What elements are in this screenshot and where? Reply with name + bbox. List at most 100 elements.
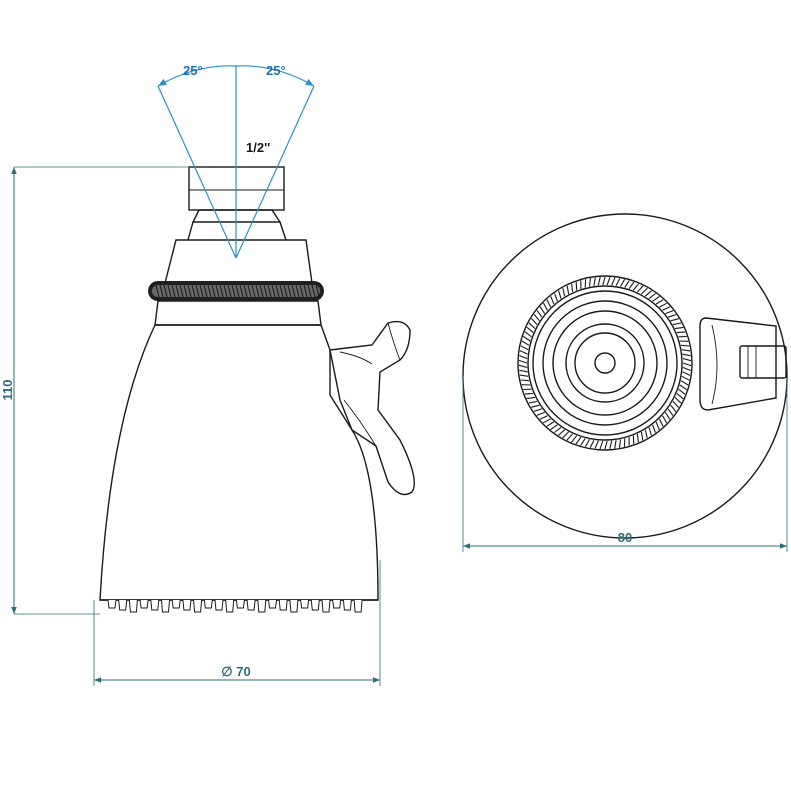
knurled-ring-teeth [518, 276, 692, 450]
knurl-tooth [680, 344, 690, 347]
knurl-tooth [526, 326, 534, 334]
knurl-tooth [584, 439, 590, 447]
knurl-tooth [662, 415, 668, 424]
knurl-tooth [566, 433, 574, 441]
o-ring-texture [207, 284, 212, 298]
o-ring-texture [259, 284, 264, 298]
knurl-tooth [620, 279, 626, 287]
spray-nozzle [182, 599, 192, 611]
knurl-tooth [528, 322, 536, 329]
knurl-tooth [520, 345, 529, 351]
knurl-tooth [554, 293, 558, 302]
knurl-tooth [667, 314, 677, 318]
knurl-tooth [674, 397, 682, 404]
knurl-tooth [641, 287, 648, 295]
knurl-tooth [562, 287, 566, 297]
knurl-tooth [546, 421, 555, 427]
spray-nozzle [161, 599, 170, 613]
lever-top-view [699, 317, 787, 411]
knurl-tooth [558, 429, 566, 436]
o-ring-texture [315, 284, 320, 298]
knurl-tooth [652, 296, 660, 302]
knurl-tooth [531, 404, 540, 408]
knurl-tooth [640, 431, 644, 441]
knurl-tooth [533, 314, 540, 322]
knurl-tooth [580, 438, 586, 446]
top-outer-circle [462, 213, 788, 539]
knurl-tooth [539, 415, 548, 420]
o-ring-texture [275, 284, 280, 298]
width-dimension-label: 80 [618, 530, 632, 545]
o-ring-texture [175, 284, 180, 298]
o-ring-texture [311, 284, 316, 298]
inlet-hole [594, 352, 616, 374]
knurl-tooth [682, 371, 691, 376]
knurl-tooth [519, 374, 529, 377]
knurl-tooth [676, 331, 686, 334]
spray-nozzle [139, 599, 149, 609]
spray-nozzle [150, 599, 160, 611]
knurl-tooth [546, 299, 552, 308]
o-ring-texture [171, 284, 176, 298]
spray-nozzle [353, 599, 363, 613]
knurl-tooth [681, 375, 690, 381]
o-ring-texture [219, 284, 224, 298]
knurl-tooth [558, 290, 562, 299]
knurl-tooth [571, 283, 574, 293]
inlet-outer-circle [565, 323, 645, 403]
knurl-tooth [524, 331, 532, 338]
knurl-tooth [652, 424, 656, 433]
knurl-tooth [670, 404, 677, 412]
o-ring-texture [267, 284, 272, 298]
knurl-tooth [522, 335, 531, 342]
o-ring-texture [283, 284, 288, 298]
spray-nozzle [225, 599, 235, 613]
o-ring-texture [255, 284, 260, 298]
spray-nozzle [257, 599, 267, 613]
o-ring-texture [195, 284, 200, 298]
knurl-tooth [519, 369, 528, 373]
knurl-tooth [648, 293, 656, 300]
knurl-tooth [575, 436, 582, 445]
spray-nozzle [342, 599, 352, 611]
knurl-tooth [648, 427, 652, 436]
spray-nozzle [171, 599, 181, 609]
knurled-ring-inner [527, 285, 683, 441]
knurl-tooth [682, 357, 692, 362]
o-ring-texture [211, 284, 216, 298]
lever-handle [329, 320, 415, 496]
knurl-tooth [644, 290, 652, 297]
o-ring-texture [247, 284, 252, 298]
knurl-tooth [521, 340, 530, 346]
knurl-tooth [533, 408, 543, 412]
inlet-inner-circle [574, 332, 636, 394]
knurl-tooth [597, 276, 601, 286]
knurl-tooth [606, 276, 611, 286]
o-ring-texture [187, 284, 192, 298]
knurl-tooth [614, 440, 617, 449]
spray-nozzle [321, 599, 331, 613]
knurled-ring-outer [517, 275, 693, 451]
knurl-tooth [664, 412, 671, 420]
spray-nozzle [214, 599, 224, 611]
o-ring-texture [231, 284, 236, 298]
knurl-tooth [589, 439, 595, 448]
spray-nozzle [268, 599, 277, 609]
knurl-tooth [536, 310, 543, 318]
o-ring-texture [203, 284, 208, 298]
knurl-tooth [615, 278, 621, 287]
knurl-tooth [667, 408, 674, 416]
knurl-tooth [644, 429, 648, 439]
o-ring-texture [227, 284, 232, 298]
knurl-tooth [611, 277, 616, 286]
knurl-tooth [632, 435, 635, 445]
knurl-tooth [575, 281, 578, 291]
spray-nozzle [246, 599, 256, 611]
spray-nozzle [278, 599, 288, 611]
knurl-tooth [594, 440, 599, 449]
o-ring-texture [239, 284, 244, 298]
o-ring-texture [271, 284, 276, 298]
o-ring-texture [167, 284, 172, 298]
knurl-tooth [554, 426, 562, 433]
